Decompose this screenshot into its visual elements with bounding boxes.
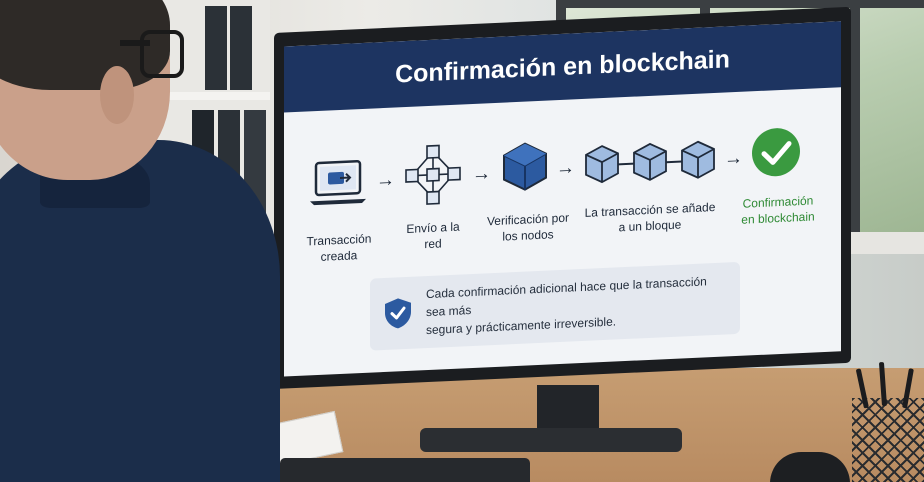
step-label-3: Verificación por los nodos — [476, 209, 580, 246]
info-note: Cada confirmación adicional hace que la … — [370, 261, 740, 351]
monitor-stand — [537, 385, 599, 435]
shelf-board — [150, 92, 270, 100]
keyboard — [280, 458, 530, 482]
laptop-icon — [310, 159, 366, 206]
binder — [205, 6, 227, 90]
step-label-5: Confirmación en blockchain — [728, 192, 828, 229]
arrow-right-icon: → — [472, 163, 491, 186]
arrow-right-icon: → — [724, 147, 743, 170]
network-icon — [405, 144, 461, 205]
arrow-right-icon: → — [556, 157, 575, 180]
binder — [230, 6, 252, 90]
arrow-right-icon: → — [376, 169, 395, 192]
step-label-line: red — [424, 236, 442, 252]
monitor: Confirmación en blockchain Transacción c… — [274, 6, 851, 389]
step-label-line: en blockchain — [741, 209, 815, 227]
screen-title: Confirmación en blockchain — [395, 44, 730, 89]
cube-icon — [503, 142, 547, 191]
pen-holder — [852, 398, 924, 482]
glasses — [140, 30, 184, 78]
check-circle-icon — [752, 128, 800, 177]
monitor-stand-base — [420, 428, 682, 452]
chain-blocks-icon — [585, 140, 715, 184]
person-ear — [100, 66, 134, 124]
glasses-arm — [120, 40, 150, 46]
info-note-text: Cada confirmación adicional hace que la … — [426, 271, 726, 339]
step-label-1: Transacción creada — [294, 230, 384, 266]
monitor-screen: Confirmación en blockchain Transacción c… — [284, 21, 841, 377]
step-label-4: La transacción se añade a un bloque — [574, 198, 726, 237]
screen-header: Confirmación en blockchain — [284, 21, 841, 113]
shield-check-icon — [385, 298, 411, 329]
step-label-2: Envío a la red — [390, 218, 476, 254]
window-frame — [850, 0, 860, 250]
mug — [770, 452, 850, 482]
window-frame — [560, 0, 924, 8]
